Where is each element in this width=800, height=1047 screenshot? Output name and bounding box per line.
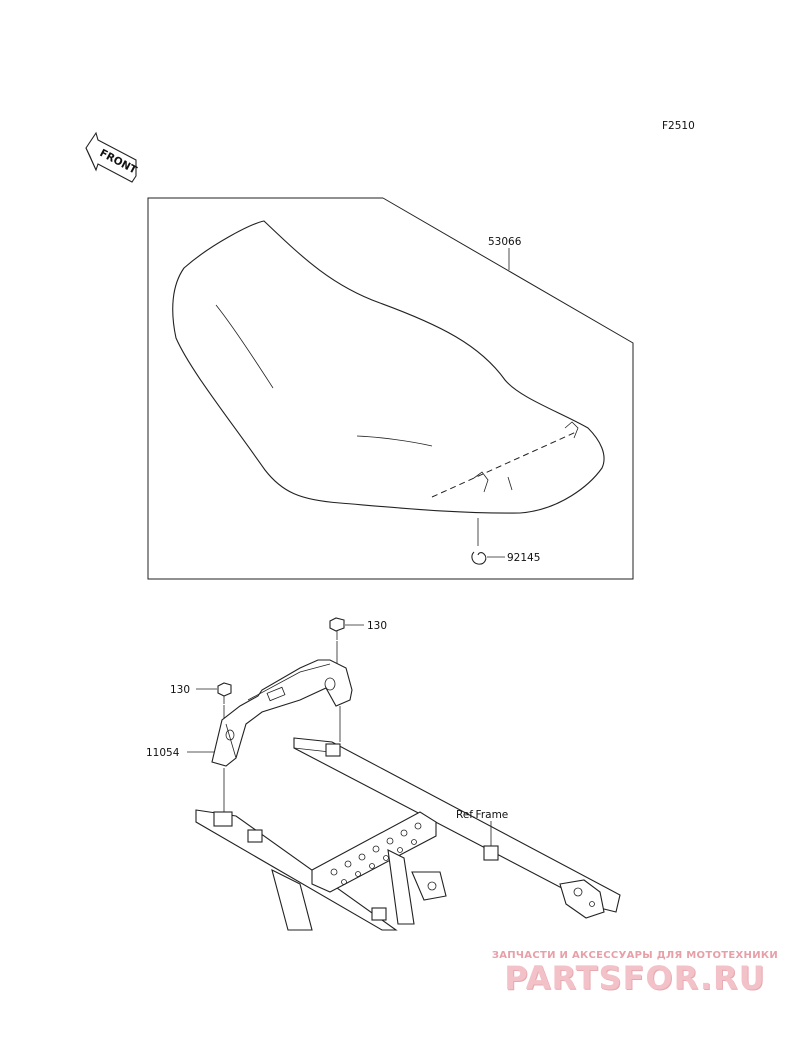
watermark-tagline: ЗАПЧАСТИ И АКСЕССУАРЫ ДЛЯ МОТОТЕХНИКИ — [491, 950, 778, 961]
seat-assembly-frame — [147, 197, 634, 580]
frame-drawing — [195, 737, 621, 931]
watermark: ЗАПЧАСТИ И АКСЕССУАРЫ ДЛЯ МОТОТЕХНИКИ PA… — [492, 950, 778, 997]
seat-bracket-drawing — [211, 659, 353, 767]
front-arrow-icon: FRONT — [85, 131, 139, 183]
bracket-part-number: 11054 — [146, 747, 180, 759]
seat-drawing — [172, 220, 605, 514]
frame-reference: Ref.Frame — [456, 809, 508, 821]
hook-icon — [471, 551, 505, 565]
diagram-code: F2510 — [662, 120, 695, 132]
bolt-icon — [196, 682, 232, 704]
bolt-left-part-number: 130 — [170, 684, 190, 696]
bolt-right-part-number: 130 — [367, 620, 387, 632]
seat-part-number: 53066 — [488, 236, 522, 248]
watermark-logo: PARTSFOR.RU — [504, 959, 766, 997]
hook-part-number: 92145 — [507, 552, 540, 564]
bolt-icon — [329, 617, 364, 640]
